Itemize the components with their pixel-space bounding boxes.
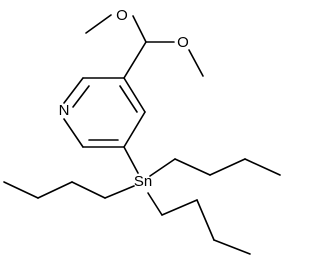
bond-ring-double-c4-c3 xyxy=(119,85,138,113)
bond-butyl1-c2-c3 xyxy=(209,158,246,176)
bond-o-top-acetal-c xyxy=(132,15,147,43)
bond-butyl3-c2-c3 xyxy=(196,199,215,241)
bond-butyl3-c1-c2 xyxy=(161,199,198,216)
oxygen-top-label: O xyxy=(116,7,128,24)
bond-ring-double-c2-n xyxy=(72,85,90,108)
bond-butyl2-c2-c3 xyxy=(37,181,73,199)
bond-butyl1-c3-c4 xyxy=(244,158,281,176)
bond-acetal-c-ring xyxy=(123,41,147,79)
bond-ring-n-c6 xyxy=(63,118,84,148)
bond-o-right-methyl xyxy=(188,49,204,77)
bond-butyl2-c3-c4 xyxy=(3,181,39,199)
chemical-structure-diagram: O O N Sn xyxy=(3,6,281,255)
bond-ring-c2-n xyxy=(63,77,84,104)
tin-label: Sn xyxy=(134,173,152,190)
oxygen-right-label: O xyxy=(177,34,189,51)
bond-ring-tin xyxy=(123,146,139,174)
bond-methyl-o-top xyxy=(85,14,112,34)
bond-tin-butyl1-c1 xyxy=(149,158,176,177)
bond-ring-c4-c3 xyxy=(123,77,146,113)
bond-tin-butyl3-c1 xyxy=(147,192,163,216)
structure-svg: O O N Sn xyxy=(3,7,281,255)
bond-butyl1-c1-c2 xyxy=(174,158,211,176)
nitrogen-label: N xyxy=(59,102,70,119)
bond-butyl2-c1-c2 xyxy=(71,181,106,199)
bond-tin-butyl2-c1 xyxy=(104,185,135,199)
bond-ring-c5-c4 xyxy=(123,111,146,148)
bond-butyl3-c3-c4 xyxy=(213,239,251,255)
